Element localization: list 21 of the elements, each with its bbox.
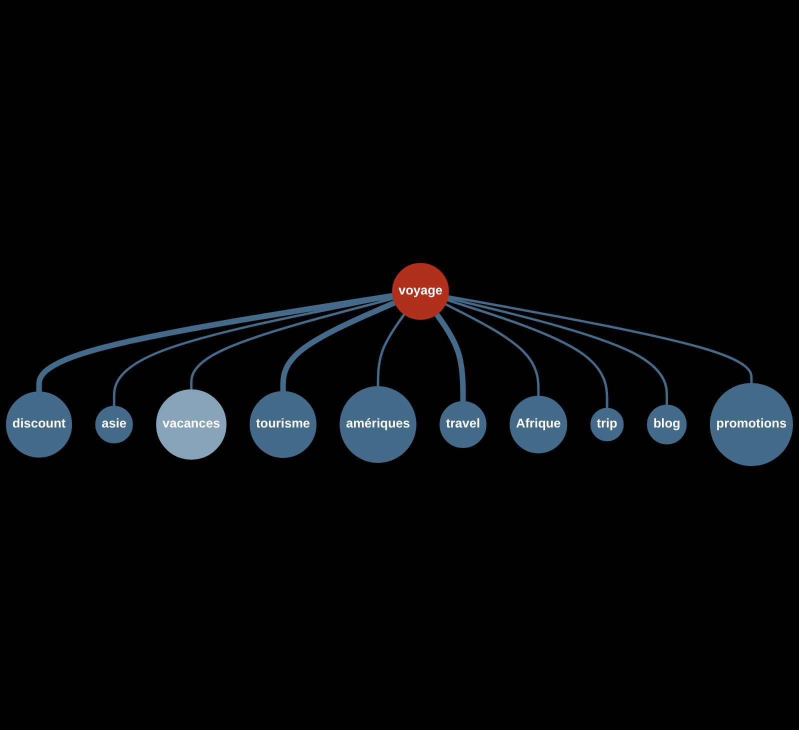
node-circle: voyage [392, 263, 449, 320]
connector [36, 293, 394, 392]
node-circle: promotions [710, 383, 793, 467]
connector [190, 298, 394, 390]
node-circle: tourisme [250, 392, 316, 458]
node-circle: travel [440, 402, 486, 448]
connector [434, 313, 466, 402]
connector [112, 296, 394, 407]
connector [280, 300, 396, 392]
node-circle: Afrique [510, 396, 568, 454]
connector [376, 314, 406, 388]
node-circle: blog [646, 405, 687, 445]
connector [448, 296, 753, 384]
connector [446, 299, 608, 409]
node-circle: trip [590, 408, 624, 442]
node-circle: vacances [156, 390, 226, 460]
node-circle: discount [6, 392, 72, 458]
connector [444, 304, 540, 397]
node-circle: asie [95, 406, 133, 444]
node-circle: amériques [340, 386, 416, 464]
connector [447, 297, 668, 406]
